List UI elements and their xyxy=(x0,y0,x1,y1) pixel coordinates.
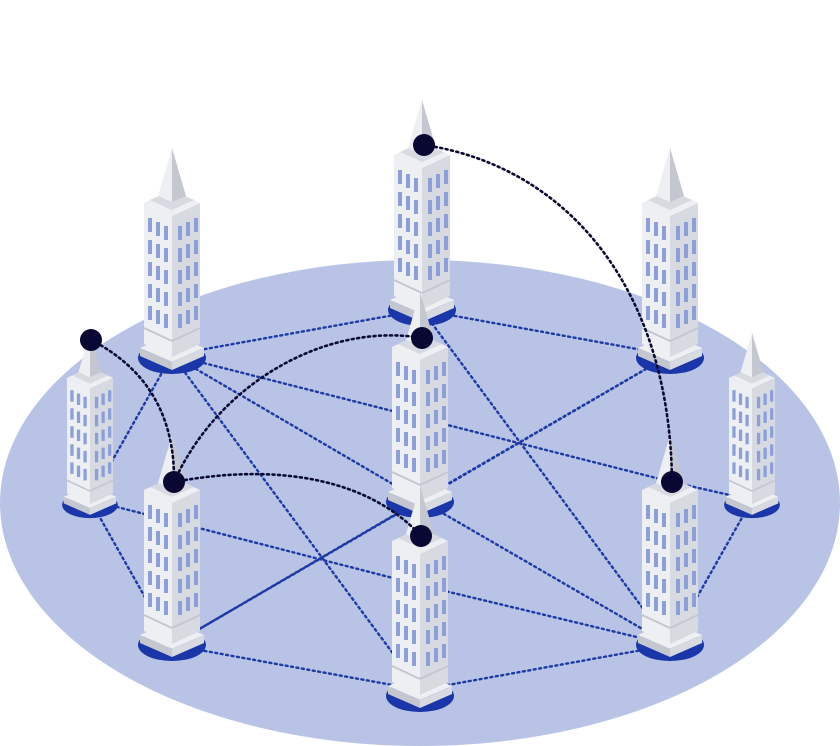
network-node-icon xyxy=(80,329,102,351)
network-nodes xyxy=(80,134,683,547)
signal-arcs xyxy=(89,143,674,538)
network-node-icon xyxy=(411,327,433,349)
skyscraper-icon xyxy=(137,147,207,375)
network-node-icon xyxy=(410,525,432,547)
network-node-icon xyxy=(661,471,683,493)
skyscraper-icon xyxy=(387,99,457,327)
network-node-icon xyxy=(163,471,185,493)
skyscraper-icon xyxy=(635,147,705,375)
network-node-icon xyxy=(413,134,435,156)
